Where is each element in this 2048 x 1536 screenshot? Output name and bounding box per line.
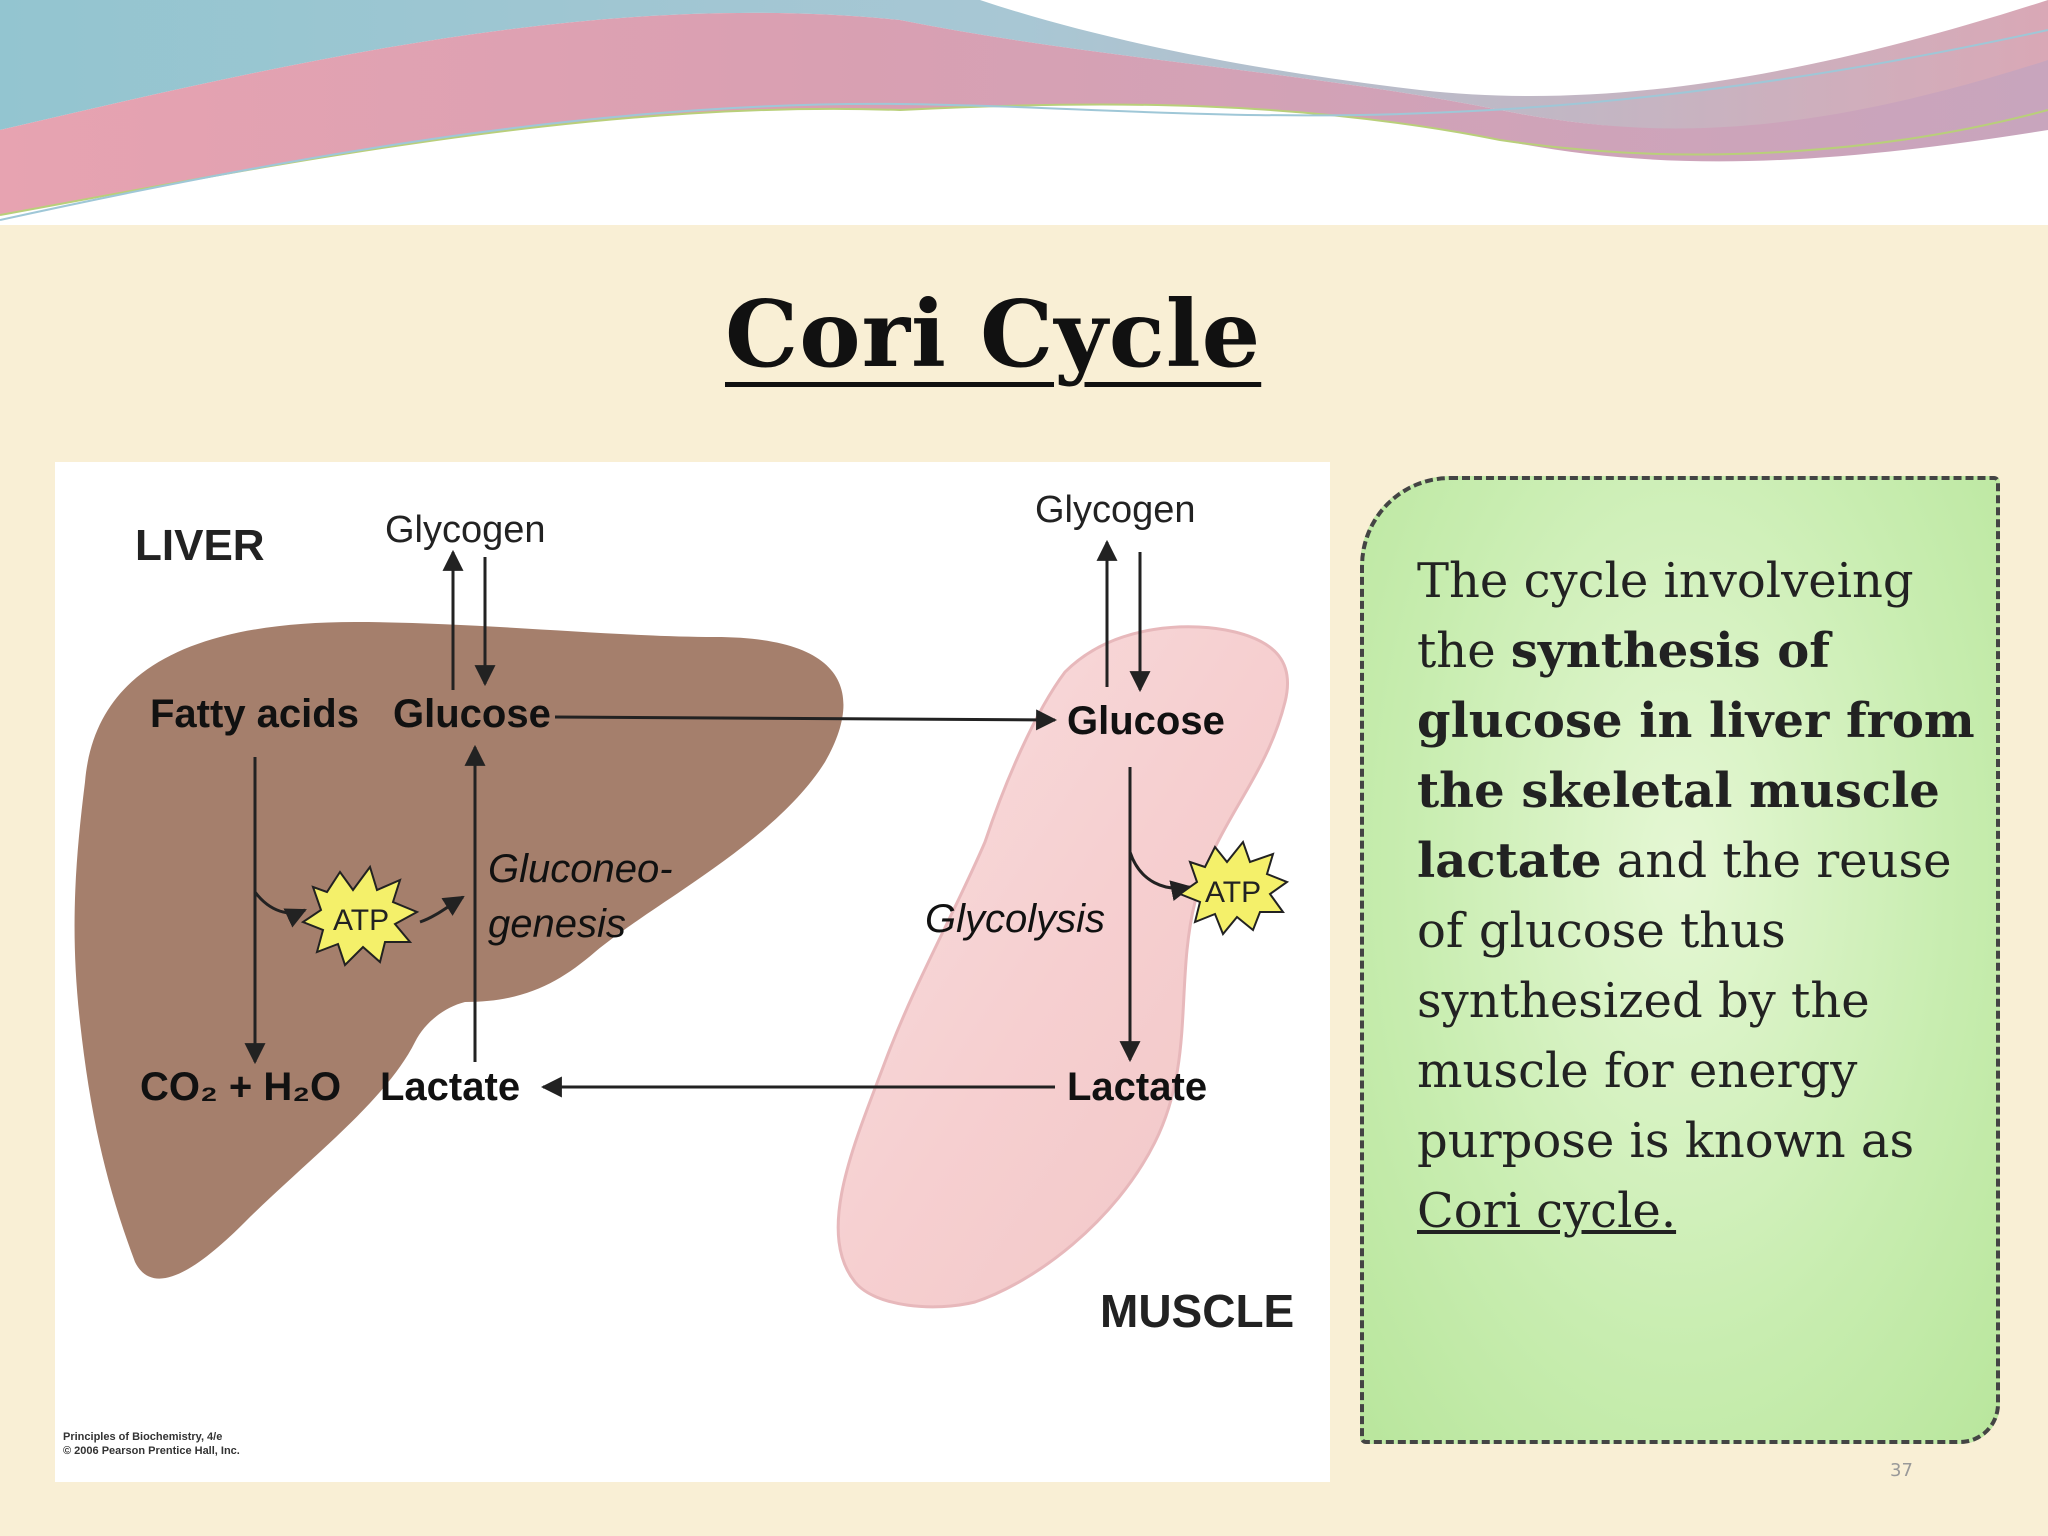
liver-label: LIVER [135, 521, 265, 570]
muscle-label: MUSCLE [1100, 1285, 1294, 1337]
definition-text: The cycle involveing the synthesis of gl… [1417, 546, 1977, 1246]
gluconeogenesis-label-2: genesis [488, 902, 626, 946]
muscle-shape [836, 625, 1290, 1309]
slide-title: Cori Cycle [725, 280, 1262, 388]
curve-arrow-to-atp-liver [253, 891, 307, 928]
gluconeogenesis-label-1: Gluconeo- [488, 847, 673, 891]
atp-label-liver: ATP [333, 904, 389, 937]
co2-h2o-label: CO₂ + H₂O [140, 1065, 341, 1109]
muscle-glucose-label: Glucose [1067, 699, 1225, 743]
glycolysis-label: Glycolysis [925, 897, 1105, 941]
atp-burst-liver [300, 864, 420, 967]
muscle-glycogen-label: Glycogen [1035, 489, 1196, 531]
definition-box: The cycle involveing the synthesis of gl… [1360, 476, 2000, 1444]
arrow-liver-glucose-to-muscle-glucose [554, 709, 1058, 731]
definition-term: Cori cycle. [1417, 1183, 1677, 1239]
cori-cycle-diagram: LIVER Glycogen Glycogen Fatty acids Gluc… [55, 462, 1330, 1482]
decorative-wave-banner [0, 0, 2048, 230]
page-number: 37 [1890, 1460, 1913, 1481]
atp-burst-muscle [1177, 839, 1290, 936]
definition-bold-phrase: synthesis of glucose in liver from the s… [1417, 623, 1975, 889]
definition-middle: and the reuse of glucose thus synthesize… [1417, 833, 1952, 1169]
atp-label-muscle: ATP [1205, 876, 1261, 909]
definition-intro: The cycle involveing the [1417, 553, 1914, 679]
curve-arrow-from-atp-liver [419, 895, 465, 924]
liver-shape [74, 622, 844, 1279]
credit-line-1: Principles of Biochemistry, 4/e [63, 1431, 223, 1443]
credit-line-2: © 2006 Pearson Prentice Hall, Inc. [63, 1445, 240, 1457]
fatty-acids-label: Fatty acids [150, 692, 359, 736]
curve-arrow-to-atp-muscle [1128, 851, 1193, 901]
muscle-lactate-label: Lactate [1067, 1065, 1207, 1109]
definition-box-background [1360, 476, 2000, 1444]
liver-glycogen-label: Glycogen [385, 509, 546, 551]
liver-lactate-label: Lactate [380, 1065, 520, 1109]
figure-credit: Principles of Biochemistry, 4/e © 2006 P… [63, 1430, 240, 1458]
liver-glucose-label: Glucose [393, 692, 551, 736]
